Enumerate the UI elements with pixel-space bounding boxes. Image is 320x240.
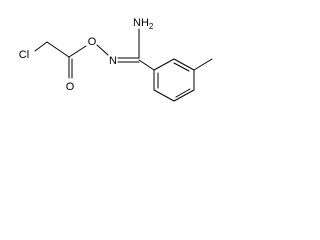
ring-bond-6 [153,58,175,71]
ether-oxygen-label: O [88,36,97,48]
amine-main: NH [133,17,149,29]
bond-ring-methyl [193,58,213,71]
bond-ch2-carbonyl [46,41,70,58]
ring-bond-5 [173,58,195,71]
amine-label: NH2 [133,17,154,31]
chemical-structure: Cl O N O NH2 [19,17,213,102]
atom-label-layer: Cl O N O NH2 [19,17,154,93]
bond-cl-ch2 [34,41,48,52]
ring-bond-2 [153,89,175,102]
imine-nitrogen-label: N [109,55,117,67]
ring-bond-3 [173,89,195,102]
chlorine-label: Cl [19,49,29,61]
amine-subscript: 2 [149,22,154,31]
bond-o-n [96,44,109,56]
structure-canvas: Cl O N O NH2 [0,0,239,117]
bond-c-ring [138,59,155,71]
ring-inner-bond-3 [173,62,190,72]
ring-inner-bond-2 [175,88,191,98]
carbonyl-oxygen-label: O [66,81,75,93]
bond-carbonyl-ether-o [68,45,87,58]
bond-layer [34,28,213,102]
